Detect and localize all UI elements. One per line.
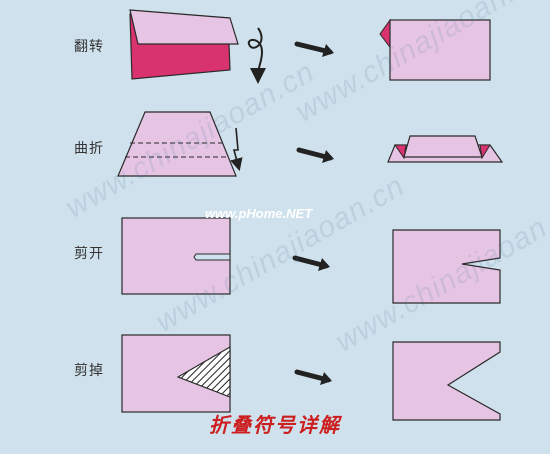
cut-away-hatched-wedge <box>176 345 231 398</box>
transform-arrow-head <box>322 150 334 163</box>
row-cut-away <box>121 334 501 421</box>
label-fold: 曲折 <box>74 141 104 157</box>
flip-curved-arrow-icon <box>247 27 267 84</box>
row-cut-open <box>121 217 501 304</box>
label-cut-away: 剪掉 <box>74 363 104 379</box>
brand-watermark: www.pHome.NET <box>205 206 313 221</box>
zigzag-arrow-icon <box>230 127 243 172</box>
fold-trapezoid <box>117 111 237 177</box>
cut-open-result <box>392 229 501 304</box>
label-cut-open: 剪开 <box>74 246 104 262</box>
label-flip: 翻转 <box>74 39 104 55</box>
fold-result-right-tab <box>479 144 491 160</box>
cut-away-result <box>392 341 501 421</box>
transform-arrow-head <box>318 258 330 271</box>
diagram-title: 折叠符号详解 <box>209 413 341 437</box>
flip-card-front <box>129 9 239 45</box>
row-flip <box>129 9 491 84</box>
flip-result-card <box>389 19 491 81</box>
fold-result-top <box>403 135 483 158</box>
cut-open-slit <box>193 253 231 261</box>
transform-arrow-head <box>320 372 332 385</box>
row-fold <box>117 111 504 177</box>
transform-arrow-head <box>322 44 334 57</box>
